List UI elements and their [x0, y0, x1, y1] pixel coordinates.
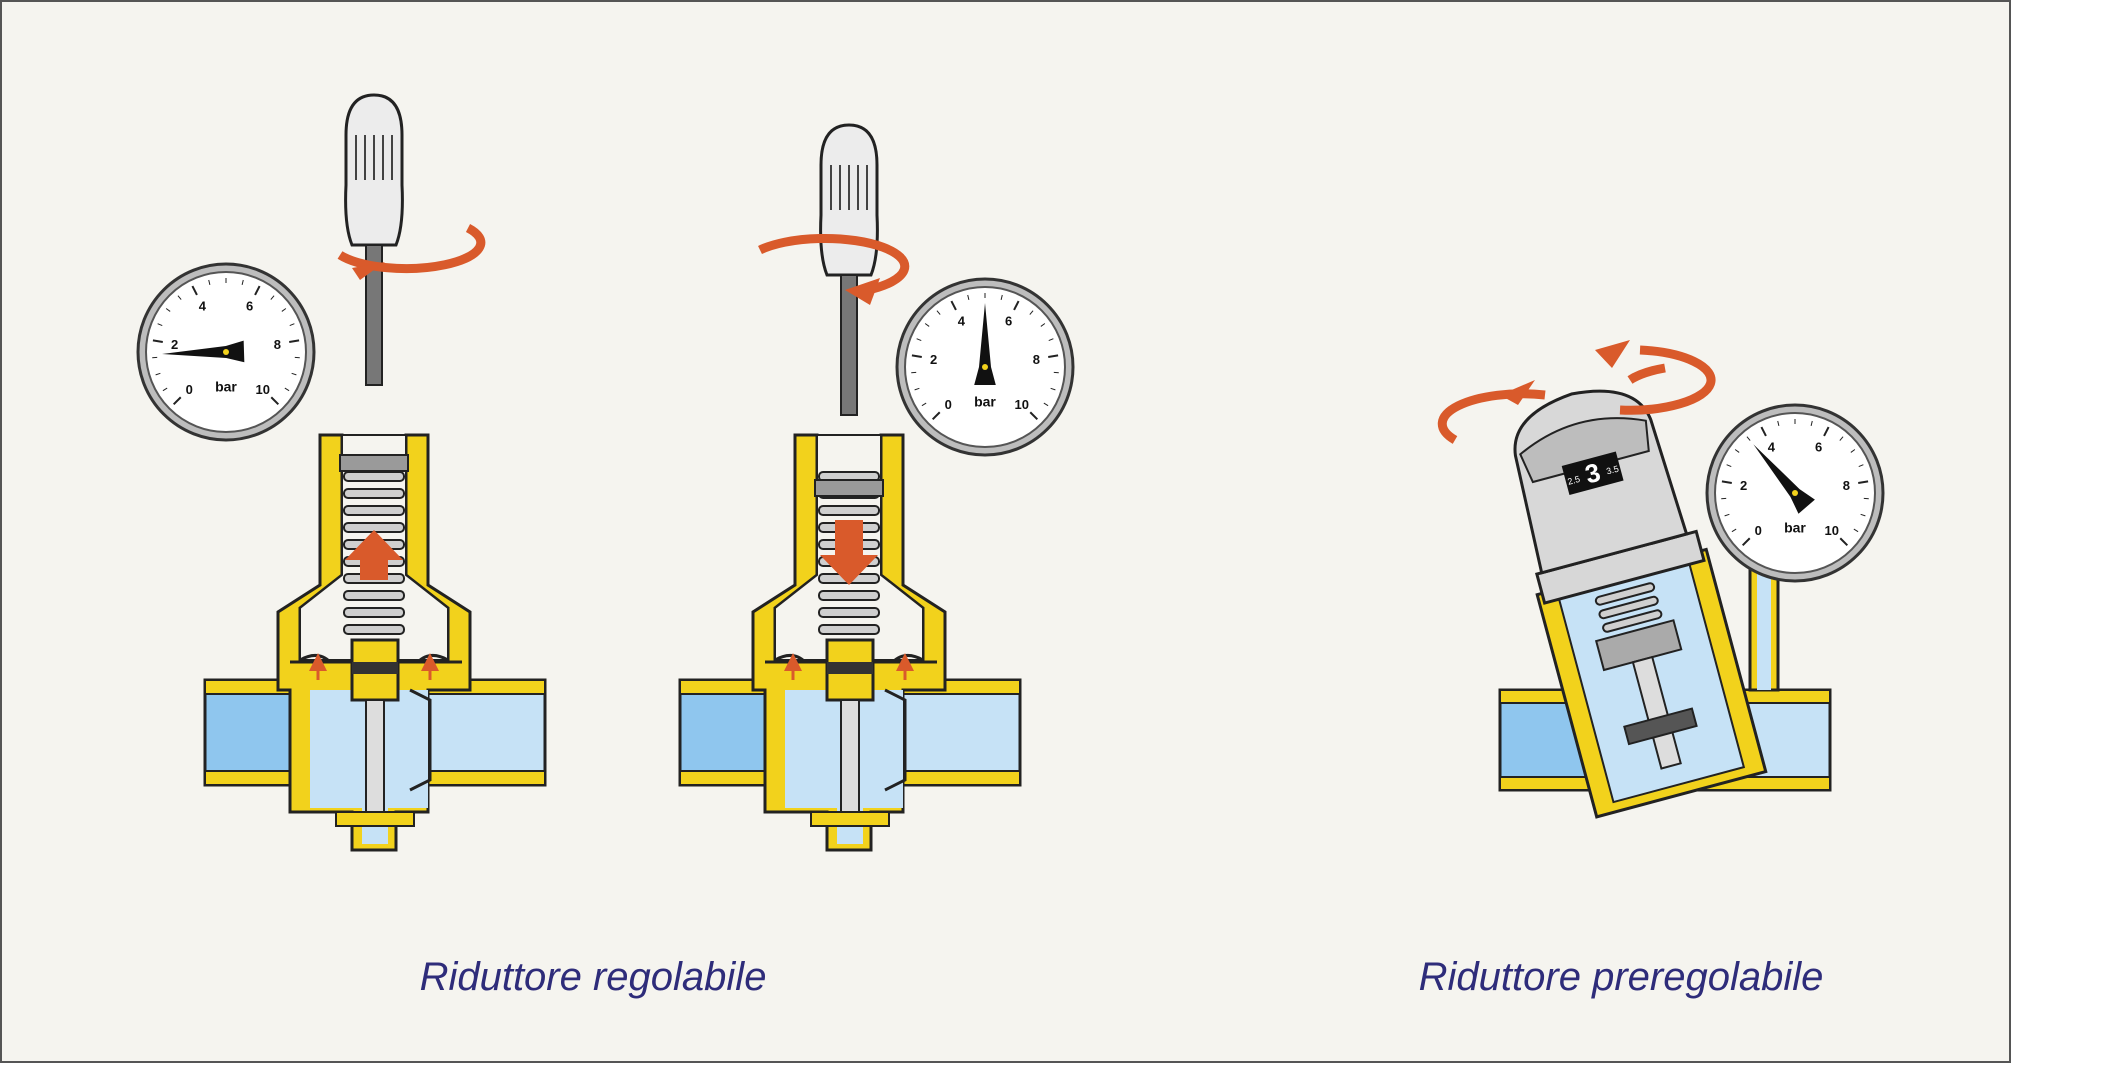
- gauge-tick-label: 6: [1005, 314, 1012, 329]
- gauge-tick-label: 8: [1033, 352, 1040, 367]
- gauge-tick-label: 4: [958, 314, 966, 329]
- caption-preset-reducer: Riduttore preregolabile: [1418, 955, 1824, 999]
- gauge-unit-label: bar: [1784, 520, 1806, 536]
- pressure-gauge-high: 0 2 4 6 8 10 bar: [895, 277, 1075, 457]
- gauge-tick-label: 2: [171, 337, 178, 352]
- spring-release-arrow-icon: [345, 530, 403, 580]
- spring-compress-arrow-icon: [820, 520, 878, 585]
- gauge-tick-label: 0: [1755, 523, 1762, 538]
- pressure-gauge-preset: 0 2 4 6 8 10 bar: [1705, 403, 1885, 583]
- adjustable-valve-left: [205, 93, 545, 850]
- gauge-tick-label: 10: [256, 382, 270, 397]
- gauge-tick-label: 2: [1740, 478, 1747, 493]
- gauge-tick-label: 4: [1768, 440, 1776, 455]
- gauge-needle: [974, 303, 996, 385]
- gauge-tick-label: 8: [274, 337, 281, 352]
- caption-adjustable-reducer: Riduttore regolabile: [419, 955, 767, 999]
- pressure-gauge-low: 0 2 4 6 8 10 bar: [136, 262, 316, 442]
- gauge-tick-label: 4: [199, 299, 207, 314]
- rotate-arrow-icon: [1619, 345, 1716, 415]
- gauge-tick-label: 8: [1843, 478, 1850, 493]
- gauge-unit-label: bar: [974, 394, 996, 410]
- gauge-tick-label: 10: [1015, 397, 1029, 412]
- gauge-tick-label: 0: [186, 382, 193, 397]
- gauge-needle: [162, 340, 245, 363]
- gauge-tick-label: 0: [945, 397, 952, 412]
- preset-dial-right: 3.5: [1605, 464, 1620, 477]
- gauge-needle: [1753, 444, 1815, 514]
- gauge-tick-label: 6: [246, 299, 253, 314]
- rotate-arrow-icon: [337, 223, 486, 274]
- gauge-tick-label: 10: [1825, 523, 1839, 538]
- gauge-tick-label: 2: [930, 352, 937, 367]
- preset-valve: 3 2.5 3.5: [1437, 340, 1832, 819]
- gauge-tick-label: 6: [1815, 440, 1822, 455]
- preset-dial-left: 2.5: [1566, 474, 1581, 487]
- rotate-arrow-icon: [758, 233, 910, 295]
- gauge-unit-label: bar: [215, 379, 237, 395]
- adjustable-valve-right: [680, 123, 1020, 850]
